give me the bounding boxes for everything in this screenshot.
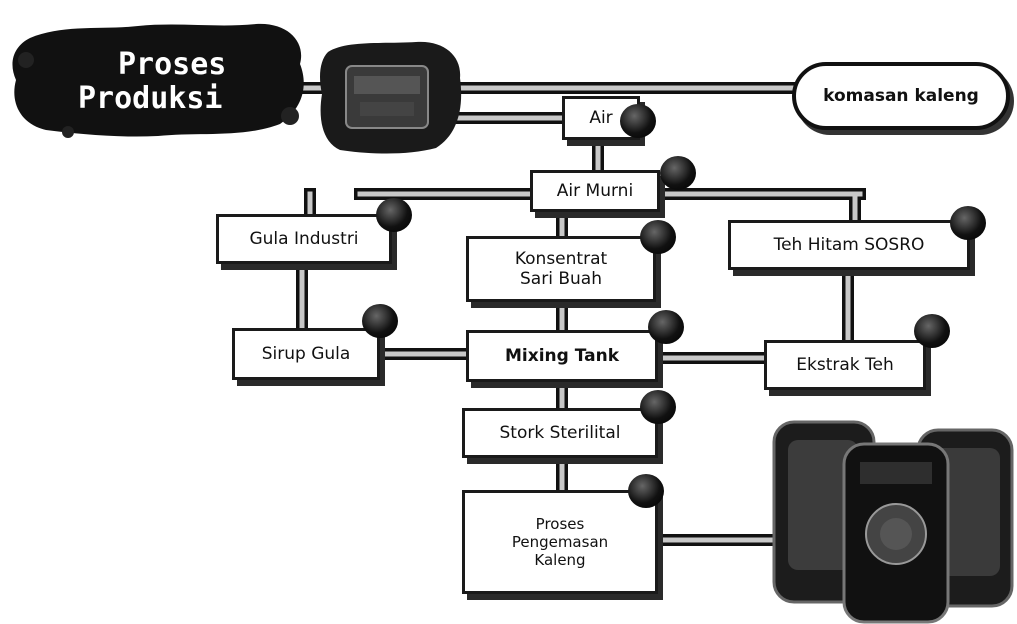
node-stork: Stork Sterilital bbox=[462, 408, 658, 458]
marker-blob bbox=[914, 314, 950, 348]
product-cans-image bbox=[772, 420, 1014, 624]
node-mixing-tank-label: Mixing Tank bbox=[504, 345, 619, 366]
title-ink-blob bbox=[12, 23, 304, 138]
node-ekstrak-teh: Ekstrak Teh bbox=[764, 340, 926, 390]
marker-blob bbox=[640, 220, 676, 254]
node-stork-label: Stork Sterilital bbox=[499, 422, 621, 443]
node-air-label: Air bbox=[589, 107, 613, 128]
node-konsentrat: Konsentrat Sari Buah bbox=[466, 236, 656, 302]
title-line-2: Produksi bbox=[78, 81, 223, 116]
node-air-murni: Air Murni bbox=[530, 170, 660, 212]
marker-blob bbox=[628, 474, 664, 508]
node-gula-industri-label: Gula Industri bbox=[249, 228, 359, 249]
node-proses-kaleng: Proses Pengemasan Kaleng bbox=[462, 490, 658, 594]
node-proses-label-1: Proses bbox=[535, 515, 585, 533]
marker-blob bbox=[950, 206, 986, 240]
node-sirup-gula: Sirup Gula bbox=[232, 328, 380, 380]
marker-blob bbox=[660, 156, 696, 190]
node-proses-label-3: Kaleng bbox=[534, 551, 586, 569]
node-air-murni-label: Air Murni bbox=[556, 180, 634, 201]
marker-blob bbox=[640, 390, 676, 424]
node-sirup-gula-label: Sirup Gula bbox=[261, 343, 351, 364]
node-konsentrat-label-1: Konsentrat bbox=[514, 248, 608, 269]
node-teh-hitam: Teh Hitam SOSRO bbox=[728, 220, 970, 270]
node-mixing-tank: Mixing Tank bbox=[466, 330, 658, 382]
marker-blob bbox=[376, 198, 412, 232]
diagram-title: Proses Produksi bbox=[78, 48, 226, 116]
marker-blob bbox=[620, 104, 656, 138]
node-gula-industri: Gula Industri bbox=[216, 214, 392, 264]
marker-blob bbox=[362, 304, 398, 338]
node-konsentrat-label-2: Sari Buah bbox=[520, 269, 602, 289]
brand-logo-image bbox=[320, 41, 462, 154]
node-teh-hitam-label: Teh Hitam SOSRO bbox=[773, 234, 925, 255]
marker-blob bbox=[648, 310, 684, 344]
node-proses-label-2: Pengemasan bbox=[511, 533, 609, 551]
title-line-1: Proses bbox=[118, 47, 227, 82]
node-ekstrak-teh-label: Ekstrak Teh bbox=[796, 354, 894, 375]
packaging-label: komasan kaleng bbox=[792, 62, 1010, 130]
